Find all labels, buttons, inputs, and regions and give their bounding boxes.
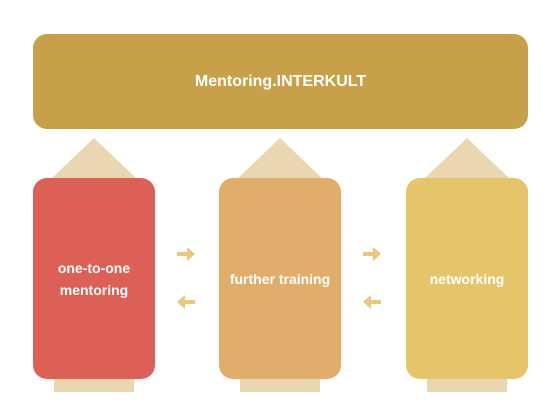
column-base-1	[54, 379, 134, 392]
column-label-1-line1: one-to-one	[57, 259, 131, 276]
column-label-2: further training	[229, 270, 331, 287]
banner-title: Mentoring.INTERKULT	[194, 72, 367, 90]
arrow-right-icon	[363, 247, 381, 261]
column-label-1-line2: mentoring	[59, 281, 129, 298]
column-further-training: further training	[219, 178, 341, 379]
column-networking: networking	[406, 178, 528, 379]
mentoring-banner: Mentoring.INTERKULT	[33, 34, 528, 129]
column-base-3	[427, 379, 507, 392]
connector-triangle-2	[238, 138, 322, 178]
column-label-1: one-to-one mentoring	[52, 257, 136, 301]
arrow-left-icon	[363, 295, 381, 309]
connector-triangle-3	[425, 138, 509, 178]
column-base-2	[240, 379, 320, 392]
column-one-to-one-mentoring: one-to-one mentoring	[33, 178, 155, 379]
column-label-3: networking	[429, 270, 505, 287]
connector-triangle-1	[52, 138, 136, 178]
arrow-right-icon	[177, 247, 195, 261]
arrow-left-icon	[177, 295, 195, 309]
